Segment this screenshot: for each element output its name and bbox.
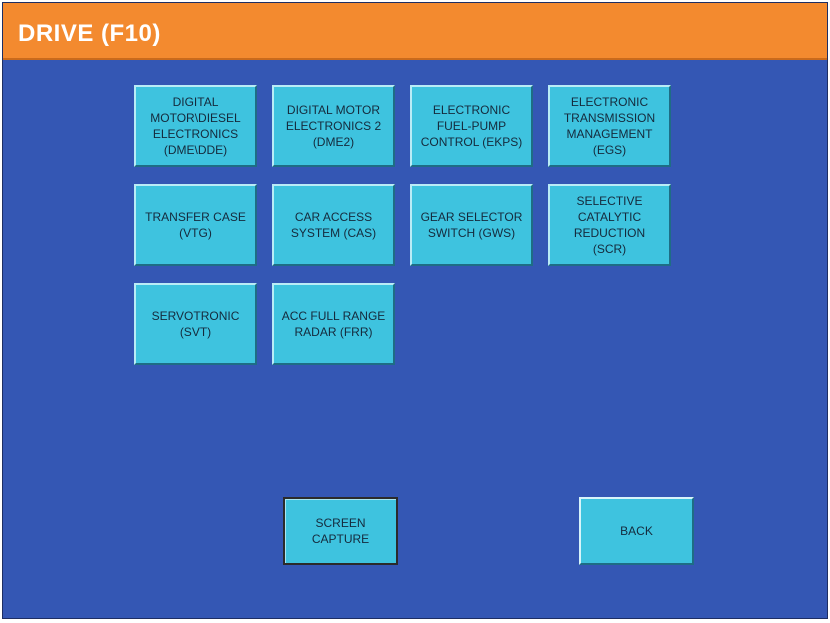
module-button-svt[interactable]: SERVOTRONIC (SVT) <box>134 283 257 365</box>
back-label: BACK <box>620 524 653 538</box>
screen-capture-button[interactable]: SCREEN CAPTURE <box>283 497 398 565</box>
module-button-label: DIGITAL MOTOR ELECTRONICS 2 (DME2) <box>285 103 382 149</box>
module-button-label: DIGITAL MOTOR\DIESEL ELECTRONICS (DME\DD… <box>150 95 241 157</box>
module-button-label: ELECTRONIC FUEL-PUMP CONTROL (EKPS) <box>420 103 523 149</box>
module-button-label: SERVOTRONIC (SVT) <box>151 309 240 339</box>
screen-capture-label: SCREEN CAPTURE <box>311 516 370 546</box>
module-button-dme-dde[interactable]: DIGITAL MOTOR\DIESEL ELECTRONICS (DME\DD… <box>134 85 257 167</box>
module-button-ekps[interactable]: ELECTRONIC FUEL-PUMP CONTROL (EKPS) <box>410 85 533 167</box>
module-button-gws[interactable]: GEAR SELECTOR SWITCH (GWS) <box>410 184 533 266</box>
module-button-label: ELECTRONIC TRANSMISSION MANAGEMENT (EGS) <box>563 95 656 157</box>
module-button-label: TRANSFER CASE (VTG) <box>145 210 246 240</box>
module-button-egs[interactable]: ELECTRONIC TRANSMISSION MANAGEMENT (EGS) <box>548 85 671 167</box>
back-button[interactable]: BACK <box>579 497 694 565</box>
module-button-label: CAR ACCESS SYSTEM (CAS) <box>290 210 377 240</box>
module-button-label: GEAR SELECTOR SWITCH (GWS) <box>420 210 523 240</box>
module-button-label: ACC FULL RANGE RADAR (FRR) <box>281 309 386 339</box>
module-button-cas[interactable]: CAR ACCESS SYSTEM (CAS) <box>272 184 395 266</box>
page-title: DRIVE (F10) <box>18 20 161 47</box>
module-button-scr[interactable]: SELECTIVE CATALYTIC REDUCTION (SCR) <box>548 184 671 266</box>
module-button-vtg[interactable]: TRANSFER CASE (VTG) <box>134 184 257 266</box>
module-button-frr[interactable]: ACC FULL RANGE RADAR (FRR) <box>272 283 395 365</box>
module-button-label: SELECTIVE CATALYTIC REDUCTION (SCR) <box>573 194 646 256</box>
title-bar: DRIVE (F10) <box>3 3 827 60</box>
module-button-dme2[interactable]: DIGITAL MOTOR ELECTRONICS 2 (DME2) <box>272 85 395 167</box>
